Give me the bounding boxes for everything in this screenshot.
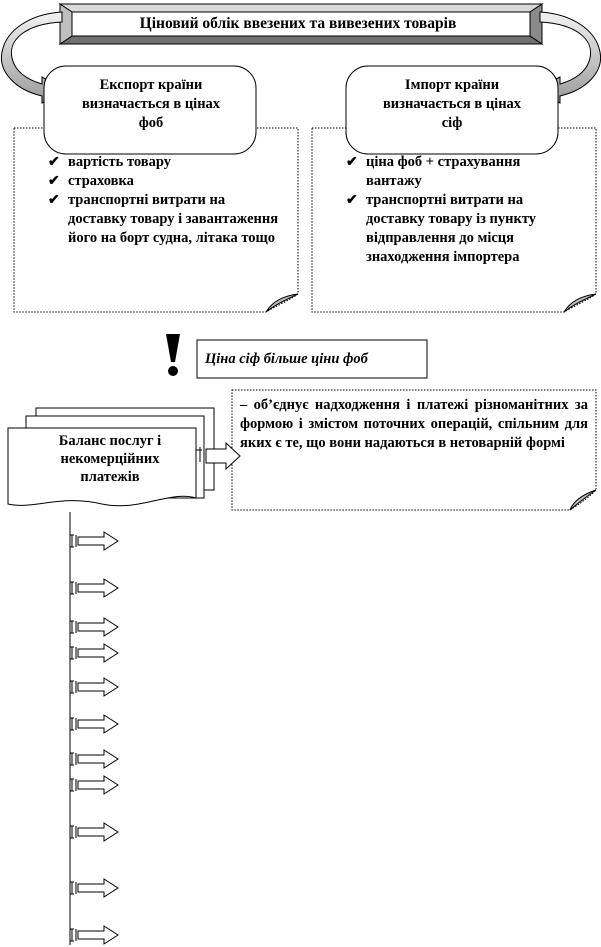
import-caption-line: сіф xyxy=(441,115,463,131)
services-balance-description: – об’єднує надходження і платежі різнома… xyxy=(240,397,588,451)
arrow-right-icon xyxy=(70,775,119,795)
import-caption-line: визначається в цінах xyxy=(382,96,522,112)
arrow-right-icon xyxy=(70,617,119,637)
curved-arrow-left xyxy=(0,11,68,104)
exclamation-icon xyxy=(166,334,180,376)
import-document-box xyxy=(311,127,597,313)
note-text: Ціна сіф більше ціни фоб xyxy=(205,351,368,367)
list-item: ✔вартість товару xyxy=(48,154,171,170)
services-balance-title-line: платежів xyxy=(80,469,140,485)
title-frame xyxy=(58,3,544,45)
arrow-right-icon xyxy=(70,677,119,697)
check-icon: ✔ xyxy=(48,174,60,189)
export-caption-line: Експорт країни xyxy=(99,77,203,93)
arrow-right-icon xyxy=(70,714,119,734)
import-components-list: ✔ціна фоб + страхування вантажу ✔транспо… xyxy=(344,153,576,267)
export-caption-line: фоб xyxy=(138,115,164,131)
services-balance-title-line: некомерційних xyxy=(60,451,160,467)
list-item: ✔ціна фоб + страхування вантажу xyxy=(346,154,521,189)
export-caption-line: визначається в цінах xyxy=(81,96,221,112)
services-balance-title-line: Баланс послуг і xyxy=(58,433,162,449)
arrow-right-icon xyxy=(70,822,119,842)
branch-arrows xyxy=(70,531,119,945)
arrow-right-icon xyxy=(70,878,119,898)
check-icon: ✔ xyxy=(346,193,358,208)
import-caption-box xyxy=(345,65,559,155)
list-item: ✔транспортні витрати на доставку товару … xyxy=(346,192,537,265)
check-icon: ✔ xyxy=(346,155,358,170)
import-caption: Імпорт країни визначається в цінах сіф xyxy=(356,76,548,133)
check-icon: ✔ xyxy=(48,155,60,170)
arrow-right-icon xyxy=(70,749,119,769)
export-caption: Експорт країни визначається в цінах фоб xyxy=(56,76,246,133)
arrow-right-icon xyxy=(70,531,119,551)
arrow-right-icon xyxy=(70,643,119,663)
import-caption-line: Імпорт країни xyxy=(404,77,500,93)
diagram-title: Ціновий облік ввезених та вивезених това… xyxy=(139,15,457,32)
list-item: ✔транспортні витрати на доставку товару … xyxy=(48,192,279,246)
arrow-right-icon xyxy=(70,578,119,598)
list-item: ✔страховка xyxy=(48,173,134,189)
services-balance-title: Баланс послуг і некомерційних платежів xyxy=(14,432,206,486)
services-description-box xyxy=(231,389,597,511)
check-icon: ✔ xyxy=(48,193,60,208)
connector-arrow-icon xyxy=(196,441,241,471)
curved-arrow-right xyxy=(534,11,601,104)
export-components-list: ✔вартість товару ✔страховка ✔транспортні… xyxy=(46,153,286,248)
export-document-box xyxy=(13,127,299,313)
export-caption-box xyxy=(43,65,257,155)
note-box-frame xyxy=(196,339,428,379)
arrow-right-icon xyxy=(70,925,119,945)
